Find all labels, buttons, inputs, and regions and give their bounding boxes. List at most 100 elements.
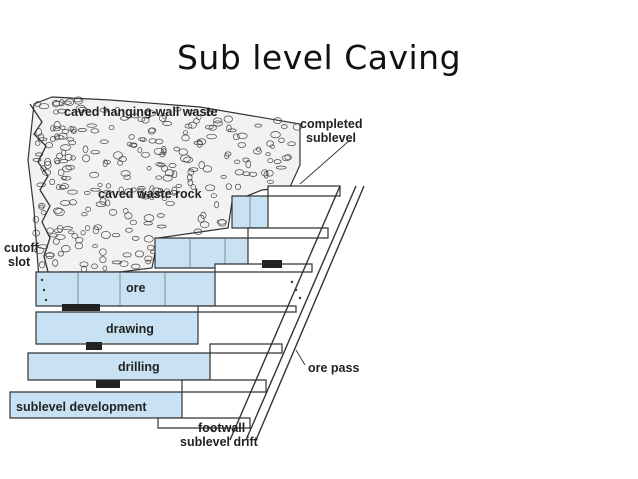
rock-pebble bbox=[67, 230, 75, 235]
rock-pebble bbox=[77, 128, 87, 132]
rock-pebble bbox=[102, 265, 108, 271]
rock-pebble bbox=[180, 154, 191, 163]
rock-pebble bbox=[156, 224, 167, 229]
rock-pebble bbox=[159, 114, 167, 122]
rock-pebble bbox=[205, 184, 216, 192]
rock-pebble bbox=[92, 244, 98, 249]
rock-pebble bbox=[162, 174, 173, 182]
rock-pebble bbox=[149, 193, 155, 201]
rock-pebble bbox=[155, 192, 164, 197]
rock-pebble bbox=[32, 158, 42, 162]
rock-pebble bbox=[111, 260, 123, 265]
rock-pebble bbox=[164, 169, 175, 177]
rock-pebble bbox=[256, 146, 261, 152]
rock-pebble bbox=[122, 252, 132, 258]
rock-pebble bbox=[156, 213, 165, 218]
slide-title: Sub level Caving bbox=[176, 38, 462, 77]
rock-pebble bbox=[205, 111, 213, 116]
rock-pebble bbox=[80, 230, 86, 236]
rock-pebble bbox=[171, 186, 178, 195]
rock-pebble bbox=[263, 171, 269, 179]
rock-pebble bbox=[162, 113, 168, 120]
rock-pebble bbox=[58, 99, 65, 107]
rock-pebble bbox=[200, 221, 210, 229]
rock-pebble bbox=[38, 203, 46, 209]
rock-pebble bbox=[36, 182, 46, 188]
rock-pebble bbox=[104, 159, 111, 165]
rock-pebble bbox=[99, 248, 107, 256]
label-drawing: drawing bbox=[106, 322, 154, 336]
rock-pebble bbox=[130, 263, 141, 270]
rock-pebble bbox=[206, 109, 212, 117]
rock-pebble bbox=[90, 128, 100, 134]
rock-pebble bbox=[146, 166, 152, 171]
rock-pebble bbox=[162, 121, 173, 126]
rock-pebble bbox=[248, 171, 258, 177]
rock-pebble bbox=[38, 204, 45, 210]
rock-pebble bbox=[44, 157, 51, 166]
rock-pebble bbox=[137, 116, 146, 122]
rock-pebble bbox=[193, 140, 203, 146]
rock-pebble bbox=[37, 137, 48, 142]
rock-pebble bbox=[237, 132, 248, 140]
rock-pebble bbox=[188, 167, 199, 172]
rock-pebble bbox=[90, 187, 101, 192]
rock-pebble bbox=[103, 189, 112, 195]
rock-pebble bbox=[165, 200, 175, 207]
ore-pass-line-a bbox=[245, 185, 357, 441]
rock-pebble bbox=[143, 221, 153, 226]
label-caved-waste-rock: caved waste rock bbox=[98, 187, 202, 201]
rock-pebble bbox=[49, 233, 59, 238]
rock-pebble bbox=[182, 130, 188, 135]
rock-pebble bbox=[99, 197, 107, 206]
rock-pebble bbox=[93, 224, 103, 230]
rock-pebble bbox=[67, 189, 78, 195]
rock-pebble bbox=[34, 152, 44, 157]
rock-pebble bbox=[128, 134, 135, 140]
rock-pebble bbox=[183, 156, 194, 163]
rock-pebble bbox=[175, 183, 182, 188]
rock-pebble bbox=[95, 201, 107, 208]
rock-pebble bbox=[38, 103, 50, 110]
rock-pebble bbox=[173, 146, 181, 152]
rock-pebble bbox=[213, 117, 223, 124]
rock-pebble bbox=[130, 142, 138, 148]
rock-pebble bbox=[57, 251, 64, 257]
label-cutoff-slot-1: cutoff bbox=[4, 241, 40, 255]
rock-pebble bbox=[252, 148, 262, 155]
rock-pebble bbox=[125, 227, 133, 233]
ore-bench-4 bbox=[35, 311, 199, 345]
rock-pebble bbox=[57, 168, 65, 177]
rock-pebble bbox=[44, 160, 52, 169]
rock-pebble bbox=[141, 193, 148, 198]
rock-pebble bbox=[32, 215, 40, 224]
label-ore: ore bbox=[126, 281, 146, 295]
rock-pebble bbox=[144, 255, 153, 262]
ore-flow-dots bbox=[40, 278, 302, 302]
ore-pass-line-b bbox=[255, 185, 365, 441]
rock-pebble bbox=[84, 225, 91, 231]
rock-pebble bbox=[161, 165, 169, 172]
rock-pebble bbox=[82, 145, 89, 154]
label-footwall-1: footwall bbox=[198, 421, 245, 435]
rock-pebble bbox=[108, 209, 118, 216]
rock-pebble bbox=[148, 138, 157, 144]
rock-pebble bbox=[193, 228, 203, 235]
rock-pebble bbox=[92, 226, 100, 235]
rock-pebble bbox=[32, 229, 40, 237]
rock-pebble bbox=[86, 123, 97, 128]
rock-pebble bbox=[187, 173, 193, 182]
rock-pebble bbox=[137, 186, 146, 191]
rock-pebble bbox=[145, 107, 152, 116]
rock-pebble bbox=[198, 161, 205, 170]
rock-pebble bbox=[137, 191, 145, 199]
rock-pebble bbox=[50, 136, 56, 142]
rock-pebble bbox=[151, 187, 162, 195]
rock-pebble bbox=[184, 123, 193, 129]
rock-pebble bbox=[267, 179, 275, 184]
rock-pebble bbox=[227, 128, 237, 133]
rock-pebble bbox=[124, 212, 133, 220]
rock-pebble bbox=[245, 160, 252, 169]
rock-pebble bbox=[59, 159, 69, 164]
rock-pebble bbox=[111, 232, 121, 238]
